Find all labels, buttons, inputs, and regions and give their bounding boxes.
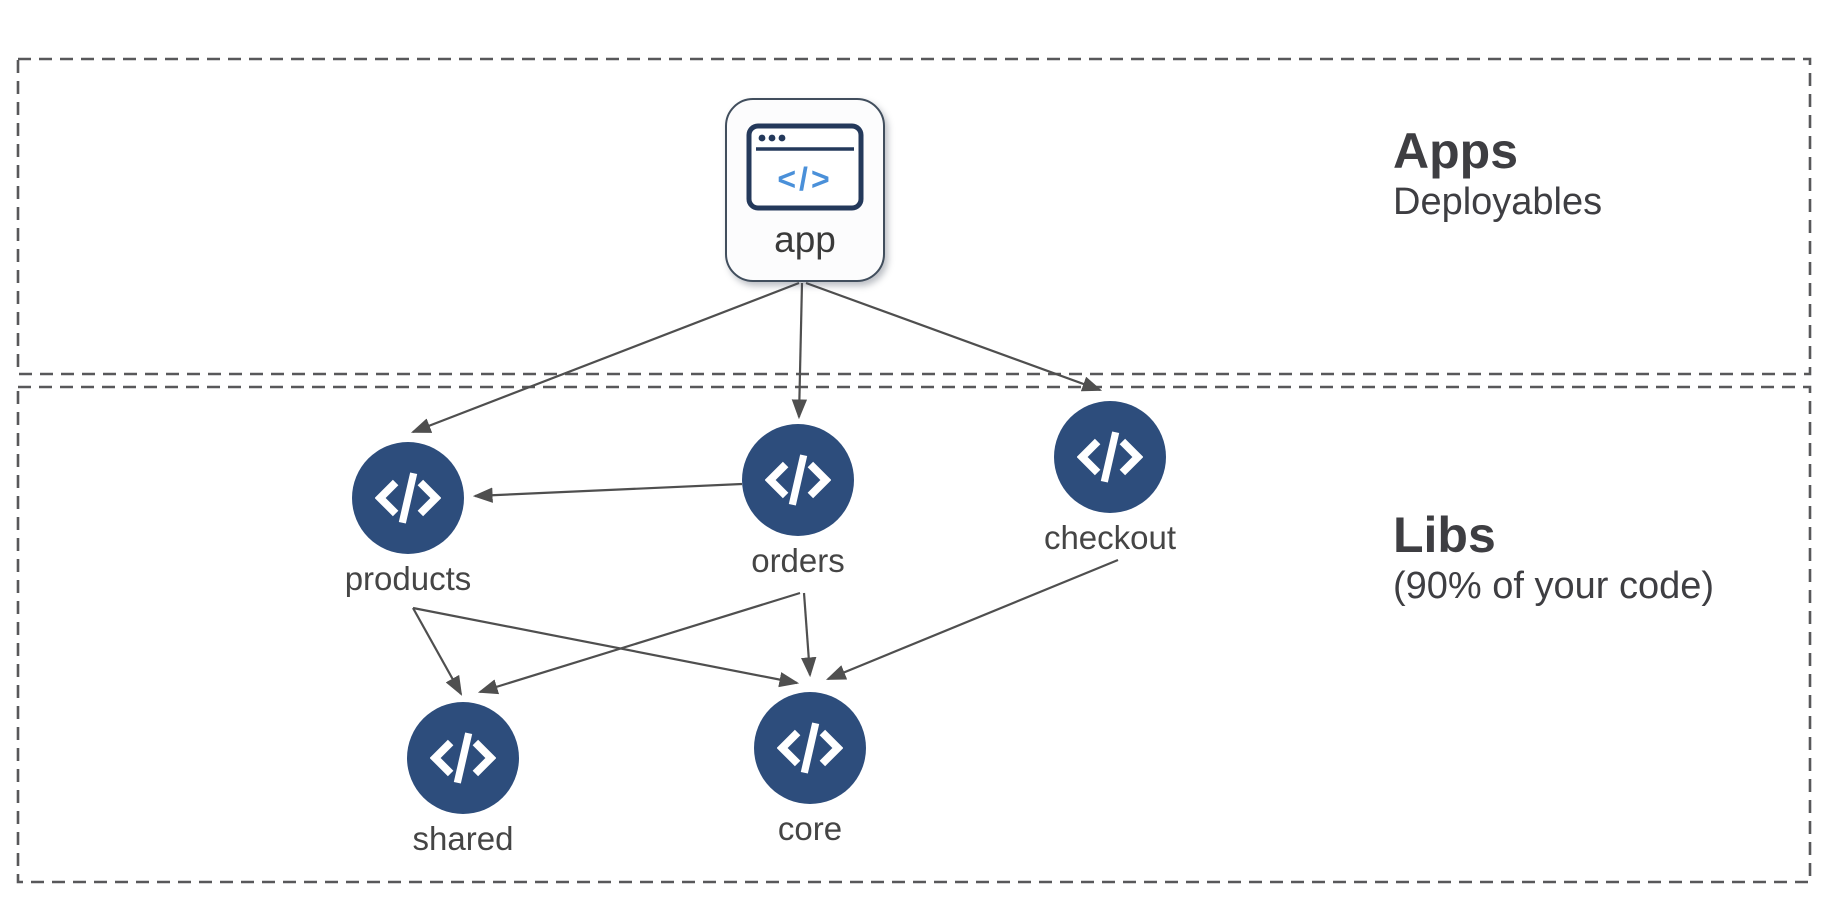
- edge-checkout-to-core: [825, 558, 1119, 681]
- edge-orders-to-shared: [477, 591, 801, 695]
- code-icon: [375, 472, 441, 524]
- edge-app-to-orders: [791, 282, 808, 420]
- edge-orders-to-core: [801, 592, 817, 678]
- app-node-label: app: [774, 218, 836, 260]
- shared-label: shared: [412, 820, 514, 857]
- core-label: core: [777, 810, 843, 847]
- lib-node-products: products: [298, 442, 518, 595]
- code-icon: [765, 454, 831, 506]
- products-circle: [352, 442, 464, 554]
- libs-section-border: [16, 385, 1812, 884]
- orders-circle: [742, 424, 854, 536]
- lib-node-checkout: checkout: [1000, 401, 1220, 554]
- edge-products-to-core: [412, 606, 800, 688]
- libs-section-label: Libs (90% of your code): [1393, 508, 1714, 611]
- code-glyph: </>: [777, 161, 832, 197]
- shared-circle: [407, 702, 519, 814]
- apps-section-title: Apps: [1393, 123, 1518, 179]
- edge-products-to-shared: [412, 607, 463, 696]
- products-label: products: [344, 560, 472, 597]
- libs-section-title: Libs: [1393, 507, 1496, 563]
- lib-node-orders: orders: [688, 424, 908, 577]
- lib-node-core: core: [700, 692, 920, 845]
- orders-label: orders: [751, 542, 845, 579]
- apps-section-border: [16, 57, 1812, 376]
- code-icon: [1077, 431, 1143, 483]
- apps-section-label: Apps Deployables: [1393, 124, 1602, 227]
- edge-app-to-checkout: [805, 281, 1103, 392]
- browser-window-icon: </>: [746, 123, 864, 210]
- libs-section-subtitle: (90% of your code): [1393, 565, 1715, 607]
- app-node: </> app: [725, 98, 885, 282]
- apps-section-subtitle: Deployables: [1393, 181, 1603, 223]
- code-icon: [430, 732, 496, 784]
- core-circle: [754, 692, 866, 804]
- checkout-label: checkout: [1043, 519, 1177, 556]
- edge-app-to-products: [410, 281, 800, 434]
- lib-node-shared: shared: [353, 702, 573, 855]
- code-icon: [777, 722, 843, 774]
- edge-orders-to-products: [472, 482, 743, 503]
- checkout-circle: [1054, 401, 1166, 513]
